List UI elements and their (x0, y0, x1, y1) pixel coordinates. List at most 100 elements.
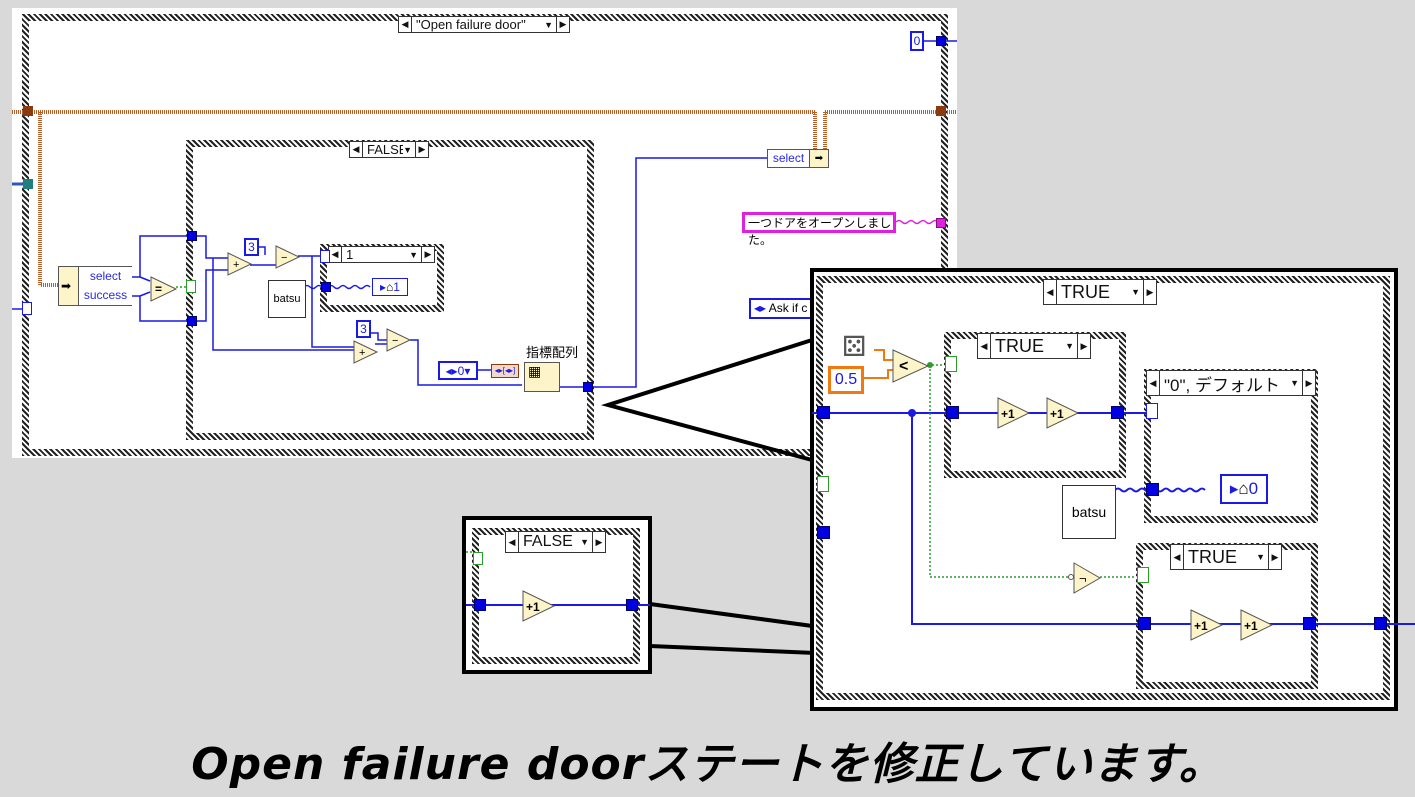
constant-three[interactable]: 3 (244, 238, 259, 256)
less-than-node[interactable]: < (892, 349, 930, 383)
enum-tunnel (23, 179, 33, 189)
refnum-tunnel (1146, 483, 1159, 496)
true-case-selector[interactable]: ◀ TRUE ▼ ▶ (1043, 279, 1157, 305)
prev-case-icon[interactable]: ◀ (350, 142, 363, 157)
random-number-node (842, 333, 872, 363)
chevron-down-icon[interactable]: ▼ (580, 537, 589, 547)
svg-text:¬: ¬ (1079, 571, 1087, 586)
svg-text:=: = (155, 282, 162, 296)
default-case-selector[interactable]: ◀ "0", デフォルト ▼ ▶ (1146, 370, 1316, 396)
local-var-value: 1 (393, 280, 400, 294)
prev-case-icon[interactable]: ◀ (978, 334, 991, 358)
ask-enum-constant[interactable]: ◂▸ Ask if c (749, 298, 819, 319)
chevron-down-icon[interactable]: ▼ (1065, 341, 1074, 351)
tunnel (583, 382, 593, 392)
increment-node[interactable]: +1 (1046, 397, 1080, 429)
arrow-icon: ➡ (809, 150, 828, 167)
constant-zero[interactable]: 0 (910, 31, 924, 51)
svg-text:+: + (359, 347, 365, 359)
prev-case-icon[interactable]: ◀ (1044, 280, 1057, 304)
refnum-tunnel (321, 282, 331, 292)
chevron-down-icon[interactable]: ▼ (1131, 287, 1140, 297)
next-case-icon[interactable]: ▶ (1143, 280, 1156, 304)
index-array-node[interactable]: ▦ (524, 362, 560, 392)
prev-case-icon[interactable]: ◀ (1147, 371, 1160, 395)
svg-text:−: − (392, 335, 398, 347)
chevron-down-icon[interactable]: ▼ (409, 249, 418, 260)
svg-text:+1: +1 (1194, 619, 1208, 633)
chevron-down-icon[interactable]: ▼ (1256, 552, 1265, 562)
case-selector-terminal (817, 476, 829, 492)
case-selector-terminal (320, 250, 330, 263)
next-case-icon[interactable]: ▶ (1302, 371, 1315, 395)
local-variable[interactable]: ▸⌂1 (372, 278, 408, 296)
inner-case-label: FALSE (367, 142, 403, 157)
chevron-down-icon[interactable]: ▼ (544, 19, 553, 30)
bottom-true-case-selector[interactable]: ◀ TRUE ▼ ▶ (1170, 544, 1282, 570)
home-icon: ⌂ (386, 280, 394, 294)
cluster-tunnel (936, 106, 946, 116)
grid-icon: ▦ (528, 363, 542, 379)
case-selector-terminal (1146, 403, 1158, 419)
batsu-refnum[interactable]: batsu (268, 280, 306, 318)
outer-case-label: "Open failure door" (416, 17, 526, 32)
increment-node[interactable]: +1 (1190, 609, 1224, 641)
next-case-icon[interactable]: ▶ (1077, 334, 1090, 358)
increment-node[interactable]: +1 (1240, 609, 1274, 641)
outer-case-selector[interactable]: ◀ "Open failure door" ▼ ▶ (398, 16, 570, 33)
to-variant-node[interactable]: ◂▸[◂▸] (491, 364, 519, 378)
tunnel (626, 599, 638, 611)
false-case-structure[interactable] (472, 528, 640, 664)
tunnel (1111, 406, 1124, 419)
subtract-node[interactable]: − (386, 328, 412, 352)
nested-case-label: 1 (346, 247, 354, 262)
false-case-selector[interactable]: ◀ FALSE ▼ ▶ (505, 531, 606, 553)
case-selector-terminal (22, 302, 32, 315)
true-case-label: TRUE (1061, 281, 1110, 302)
case-selector-terminal (945, 356, 957, 372)
home-icon: ⌂ (1238, 479, 1249, 498)
batsu-refnum[interactable]: batsu (1062, 485, 1116, 539)
tunnel (474, 599, 486, 611)
enum-constant[interactable]: ◂▸0▾ (438, 361, 478, 380)
not-node[interactable]: ¬ (1068, 562, 1102, 594)
inner-case-selector[interactable]: ◀ FALSE ▼ ▶ (349, 141, 429, 158)
enum-value: 0 (457, 363, 465, 378)
next-case-icon[interactable]: ▶ (415, 142, 428, 157)
tunnel (936, 36, 946, 46)
add-node[interactable]: + (227, 252, 253, 276)
default-case-label: "0", デフォルト (1164, 375, 1280, 395)
next-case-icon[interactable]: ▶ (1268, 545, 1281, 569)
add-node[interactable]: + (353, 340, 379, 364)
enum-icon: ◂▸ (445, 363, 458, 378)
equal-node[interactable]: = (150, 276, 178, 302)
prev-case-icon[interactable]: ◀ (1171, 545, 1184, 569)
chevron-down-icon[interactable]: ▼ (1290, 378, 1299, 388)
tunnel (817, 526, 830, 539)
message-string-constant[interactable]: 一つドアをオープンしました。 (742, 212, 896, 247)
increment-node[interactable]: +1 (997, 397, 1031, 429)
chevron-down-icon[interactable]: ▼ (403, 144, 412, 155)
prev-case-icon[interactable]: ◀ (329, 247, 342, 262)
prev-case-icon[interactable]: ◀ (506, 532, 519, 552)
next-case-icon[interactable]: ▶ (421, 247, 434, 262)
play-icon: ▸ (380, 280, 387, 294)
subtract-node[interactable]: − (275, 245, 301, 269)
compare-constant[interactable]: 0.5 (828, 366, 864, 394)
inner-true-case-selector[interactable]: ◀ TRUE ▼ ▶ (977, 333, 1091, 359)
inner-true-case-label: TRUE (995, 335, 1044, 356)
prev-case-icon[interactable]: ◀ (399, 17, 412, 32)
false-case-label: FALSE (523, 533, 573, 550)
increment-node[interactable]: +1 (522, 590, 556, 622)
next-case-icon[interactable]: ▶ (556, 17, 569, 32)
local-variable[interactable]: ▸⌂0 (1220, 474, 1268, 504)
cluster-wire (38, 112, 66, 287)
nested-case-selector[interactable]: ◀ 1 ▼ ▶ (328, 246, 435, 263)
svg-text:+1: +1 (1244, 619, 1258, 633)
bundle-by-name[interactable]: select ➡ (767, 149, 829, 168)
constant-three[interactable]: 3 (356, 320, 371, 338)
next-case-icon[interactable]: ▶ (592, 532, 605, 552)
dice-icon[interactable]: ⚄ (842, 331, 867, 362)
unbundle-by-name[interactable]: ➡ select success (58, 266, 132, 306)
